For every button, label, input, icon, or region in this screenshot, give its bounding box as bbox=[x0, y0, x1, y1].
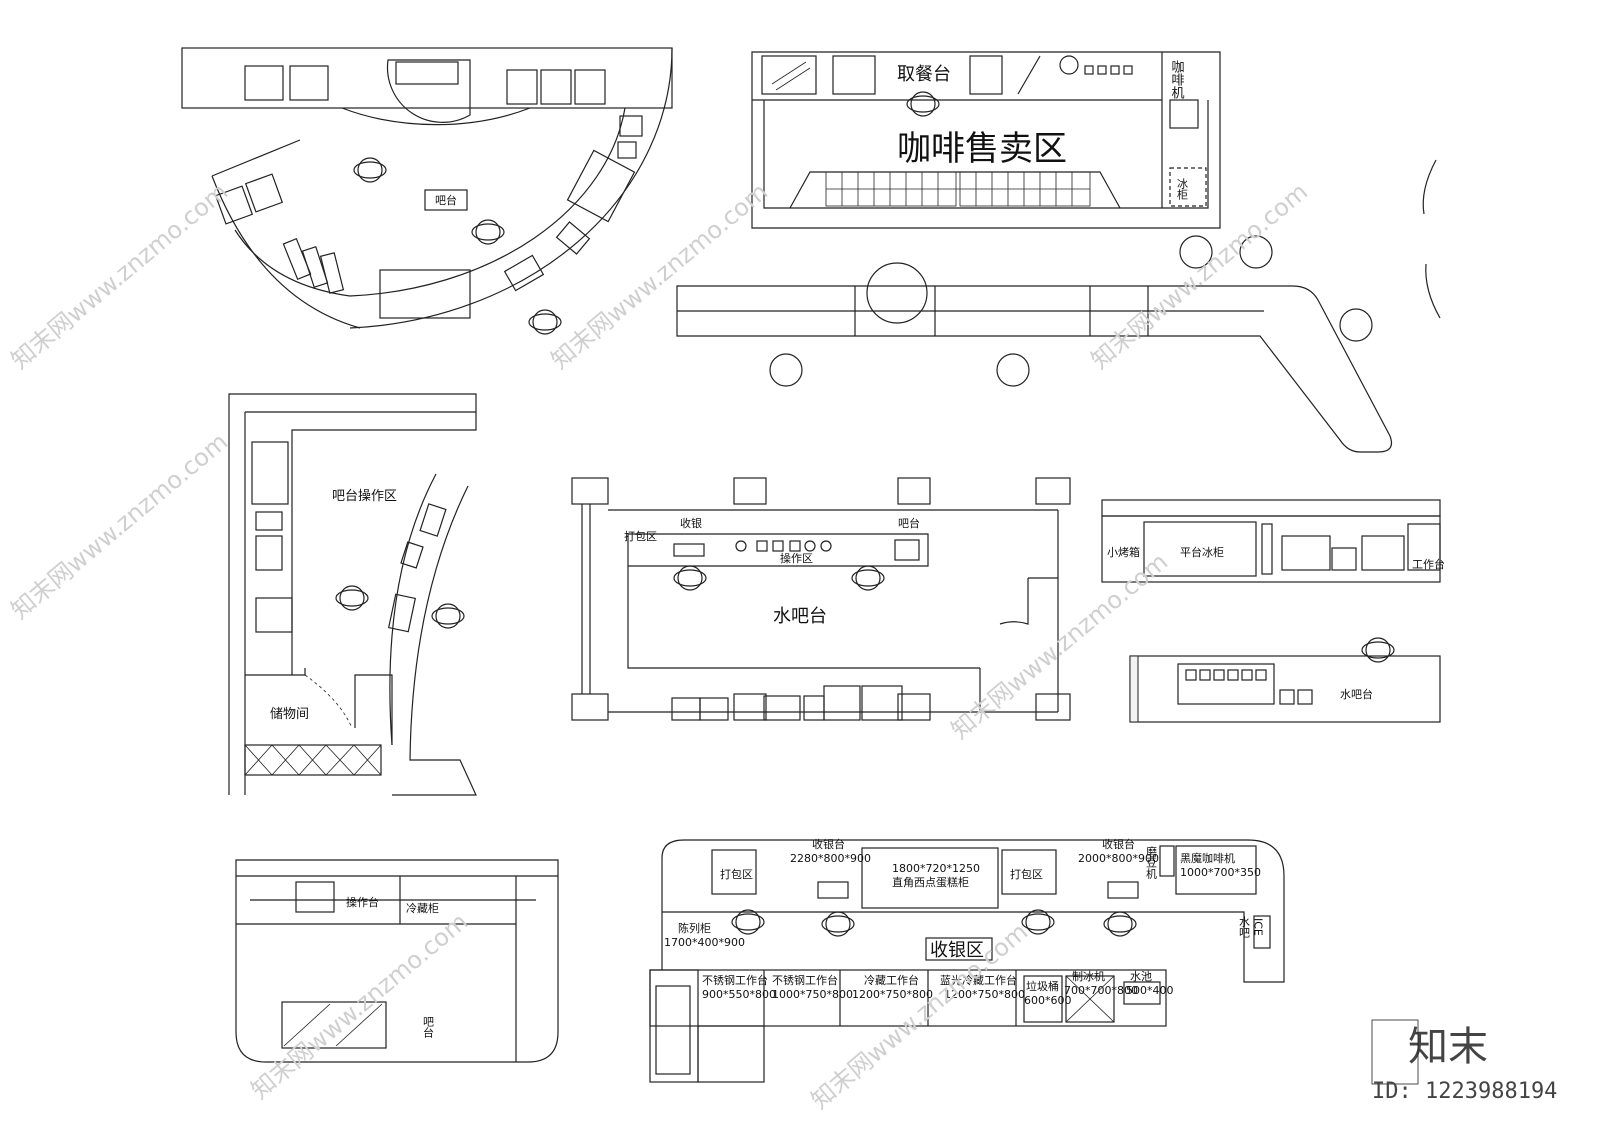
ice-cabinet-label: 冰柜 bbox=[1176, 178, 1189, 201]
ice-maker-size: 700*700*800 bbox=[1064, 984, 1138, 997]
curved-bar-plan: 吧台 bbox=[181, 47, 673, 335]
trash-bin-label: 垃圾桶 bbox=[1026, 979, 1059, 993]
brand-mark: 知末 bbox=[1408, 1024, 1488, 1070]
bar-counter-label: 吧台 bbox=[435, 193, 457, 207]
steel-bench-2-size: 1000*750*800 bbox=[772, 988, 853, 1001]
cashier-label: 收银 bbox=[680, 516, 702, 530]
ice-cream-cabinet-grid bbox=[825, 171, 1091, 207]
watermark-text: 知末网www.znzmo.com bbox=[246, 908, 473, 1105]
bar-operation-area-label: 吧台操作区 bbox=[332, 488, 397, 504]
packing-area-1-label: 打包区 bbox=[720, 867, 753, 881]
sink-size: 500*400 bbox=[1126, 984, 1174, 997]
watermark-text: 知末网www.znzmo.com bbox=[946, 548, 1173, 745]
display-cabinet-size: 1700*400*900 bbox=[664, 936, 745, 949]
storage-room-label: 储物间 bbox=[270, 707, 309, 722]
cashier-counter-1-size: 2280*800*900 bbox=[790, 852, 871, 865]
cashier-counter-2-size: 2000*800*900 bbox=[1078, 852, 1159, 865]
display-cabinet-label: 陈列柜 bbox=[678, 921, 711, 935]
coffee-machine-label: 咖啡机 bbox=[1169, 60, 1185, 100]
steel-bench-1-size: 900*550*800 bbox=[702, 988, 776, 1001]
steel-bench-1-label: 不锈钢工作台 bbox=[702, 973, 768, 987]
coffee-machine-2-size: 1000*700*350 bbox=[1180, 866, 1261, 879]
coffee-sales-plan: 取餐台 咖啡售卖区 咖啡机 冰柜 bbox=[676, 51, 1441, 453]
workbench-label: 工作台 bbox=[1412, 557, 1445, 571]
ice-label: ICE bbox=[1252, 918, 1265, 936]
packing-area-label: 打包区 bbox=[624, 529, 657, 543]
cold-bench-label: 冷藏工作台 bbox=[864, 973, 919, 987]
oven-bar-plan: 小烤箱 平台冰柜 工作台 水吧台 bbox=[1101, 499, 1445, 723]
person-figure bbox=[353, 157, 562, 335]
watermark-text: 知末网www.znzmo.com bbox=[6, 428, 233, 625]
cold-bench-size: 1200*750*800 bbox=[852, 988, 933, 1001]
fridge-label: 冷藏柜 bbox=[406, 902, 439, 915]
operation-counter-label: 操作台 bbox=[346, 895, 379, 909]
cashier-zone-plan: 收银台 2280*800*900 1800*720*1250 直角西点蛋糕柜 收… bbox=[649, 837, 1285, 1083]
water-bar-plan: 打包区 收银 吧台 操作区 水吧台 bbox=[571, 477, 1071, 721]
cashier-zone-label: 收银区 bbox=[930, 940, 984, 961]
packing-area-2-label: 打包区 bbox=[1010, 867, 1043, 881]
water-bar-label: 水吧台 bbox=[773, 606, 827, 627]
sink-label: 水池 bbox=[1130, 970, 1152, 983]
operation-counter-plan: 操作台 冷藏柜 吧台 bbox=[235, 859, 559, 1063]
trash-bin-size: 600*600 bbox=[1024, 994, 1072, 1007]
coffee-machine-2-label: 黑魔咖啡机 bbox=[1180, 851, 1235, 865]
bar-operation-plan: 吧台操作区 储物间 bbox=[228, 393, 477, 796]
flat-freezer-label: 平台冰柜 bbox=[1180, 545, 1224, 559]
watermark-text: 知末网www.znzmo.com bbox=[6, 178, 233, 375]
bar-3-label: 吧台 bbox=[422, 1016, 435, 1038]
ice-maker-label: 制冰机 bbox=[1072, 969, 1105, 983]
blue-cold-bench-size: 1200*750*800 bbox=[944, 988, 1025, 1001]
pickup-counter-label: 取餐台 bbox=[897, 64, 951, 85]
steel-bench-2-label: 不锈钢工作台 bbox=[772, 973, 838, 987]
bean-grinder-label: 磨豆机 bbox=[1145, 846, 1158, 879]
coffee-sales-area-label: 咖啡售卖区 bbox=[897, 129, 1067, 169]
cashier-counter-1-label: 收银台 bbox=[812, 837, 845, 851]
cashier-counter-2-label: 收银台 bbox=[1102, 837, 1135, 851]
cake-cabinet-label: 直角西点蛋糕柜 bbox=[892, 875, 969, 889]
ice-bin-label: 水吧 bbox=[1238, 916, 1251, 938]
cake-cabinet-size: 1800*720*1250 bbox=[892, 862, 980, 875]
bar-label: 吧台 bbox=[898, 516, 920, 530]
water-bar-2-label: 水吧台 bbox=[1340, 687, 1373, 701]
small-oven-label: 小烤箱 bbox=[1107, 545, 1140, 559]
image-id: ID: 1223988194 bbox=[1372, 1079, 1557, 1104]
blue-cold-bench-label: 蓝光冷藏工作台 bbox=[940, 973, 1017, 987]
operation-area-label: 操作区 bbox=[780, 551, 813, 565]
